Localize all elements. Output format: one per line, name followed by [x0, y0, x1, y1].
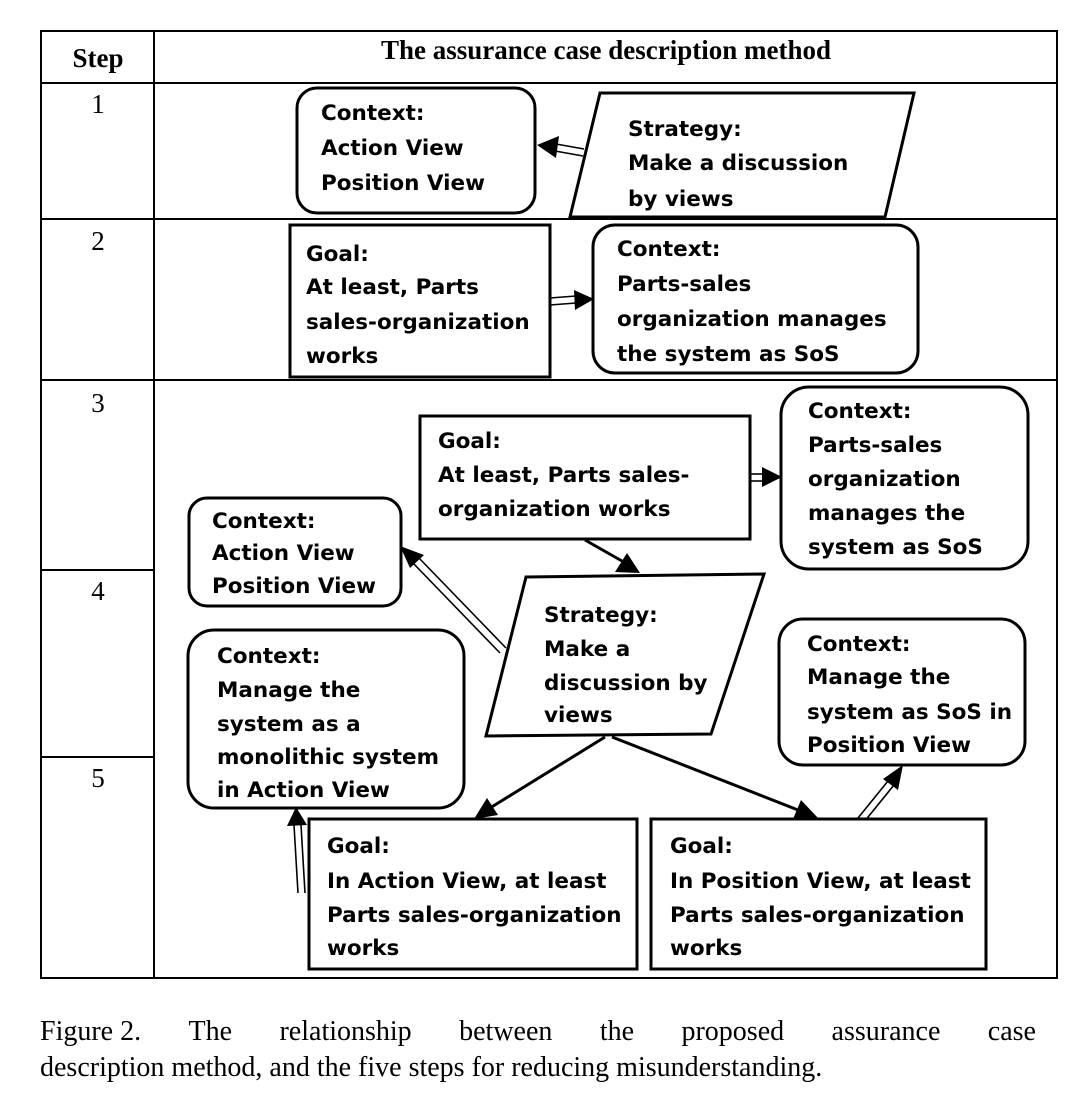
row2-goal-node: Goal: At least, Parts sales-organization… [288, 223, 552, 379]
row1-strategy-text: Strategy: Make a discussion by views [628, 117, 856, 212]
context-monolithic-node: Context: Manage the system as a monolith… [186, 628, 466, 810]
row2-double-arrow [549, 290, 594, 310]
context-sos-text: Context: Parts-sales organization manage… [808, 399, 983, 560]
goal-top-text: Goal: At least, Parts sales- organizatio… [438, 429, 697, 522]
row1-double-arrow [537, 136, 585, 158]
caption-line-1: Figure 2. The relationship between the p… [40, 1014, 1036, 1050]
caption-word: Figure 2. [40, 1016, 142, 1047]
steps-table-grid [40, 30, 1058, 979]
goal-position-text: Goal: In Position View, at least Parts s… [670, 834, 978, 961]
row2-context-text: Context: Parts-sales organization manage… [617, 237, 894, 367]
goal-action-text: Goal: In Action View, at least Parts sal… [327, 834, 629, 961]
assurance-case-diagram: Step The assurance case description meth… [40, 30, 1058, 979]
row1-strategy-node: Strategy: Make a discussion by views [568, 91, 916, 219]
context-views-node: Context: Action View Position View [187, 496, 403, 608]
header-method: The assurance case description method [381, 35, 831, 65]
step-number-1: 1 [91, 89, 105, 119]
context-sos-node: Context: Parts-sales organization manage… [779, 385, 1030, 571]
rows345-connectors [287, 467, 903, 894]
goal-top-node: Goal: At least, Parts sales- organizatio… [418, 414, 752, 541]
row2-goal-text: Goal: At least, Parts sales-organization… [306, 242, 537, 369]
step-number-5: 5 [91, 763, 105, 793]
goal-position-node: Goal: In Position View, at least Parts s… [649, 817, 988, 971]
context-views-text: Context: Action View Position View [212, 509, 376, 599]
strategy-node: Strategy: Make a discussion by views [484, 572, 767, 738]
caption-word: The [188, 1016, 233, 1047]
caption-word: between [459, 1016, 553, 1047]
row2-context-node: Context: Parts-sales organization manage… [591, 223, 920, 375]
caption-word: the [599, 1016, 635, 1047]
context-monolithic-text: Context: Manage the system as a monolith… [217, 644, 447, 803]
row1-context-text: Context: Action View Position View [321, 101, 485, 196]
caption-word: case [987, 1016, 1036, 1047]
figure-caption: Figure 2. The relationship between the p… [40, 1014, 1036, 1086]
row1-context-node: Context: Action View Position View [295, 86, 537, 215]
strategy-text: Strategy: Make a discussion by views [544, 603, 715, 728]
table-border [40, 30, 1058, 979]
caption-word: assurance [831, 1016, 941, 1047]
step-number-4: 4 [91, 576, 105, 606]
context-position-text: Context: Manage the system as SoS in Pos… [807, 632, 1020, 758]
goal-action-node: Goal: In Action View, at least Parts sal… [307, 817, 639, 971]
step-number-3: 3 [91, 388, 105, 418]
caption-word: proposed [681, 1016, 785, 1047]
caption-word: relationship [279, 1016, 412, 1047]
header-step: Step [72, 43, 123, 73]
caption-line-2: description method, and the five steps f… [40, 1052, 823, 1083]
step-number-2: 2 [91, 226, 105, 256]
context-position-node: Context: Manage the system as SoS in Pos… [777, 617, 1027, 767]
